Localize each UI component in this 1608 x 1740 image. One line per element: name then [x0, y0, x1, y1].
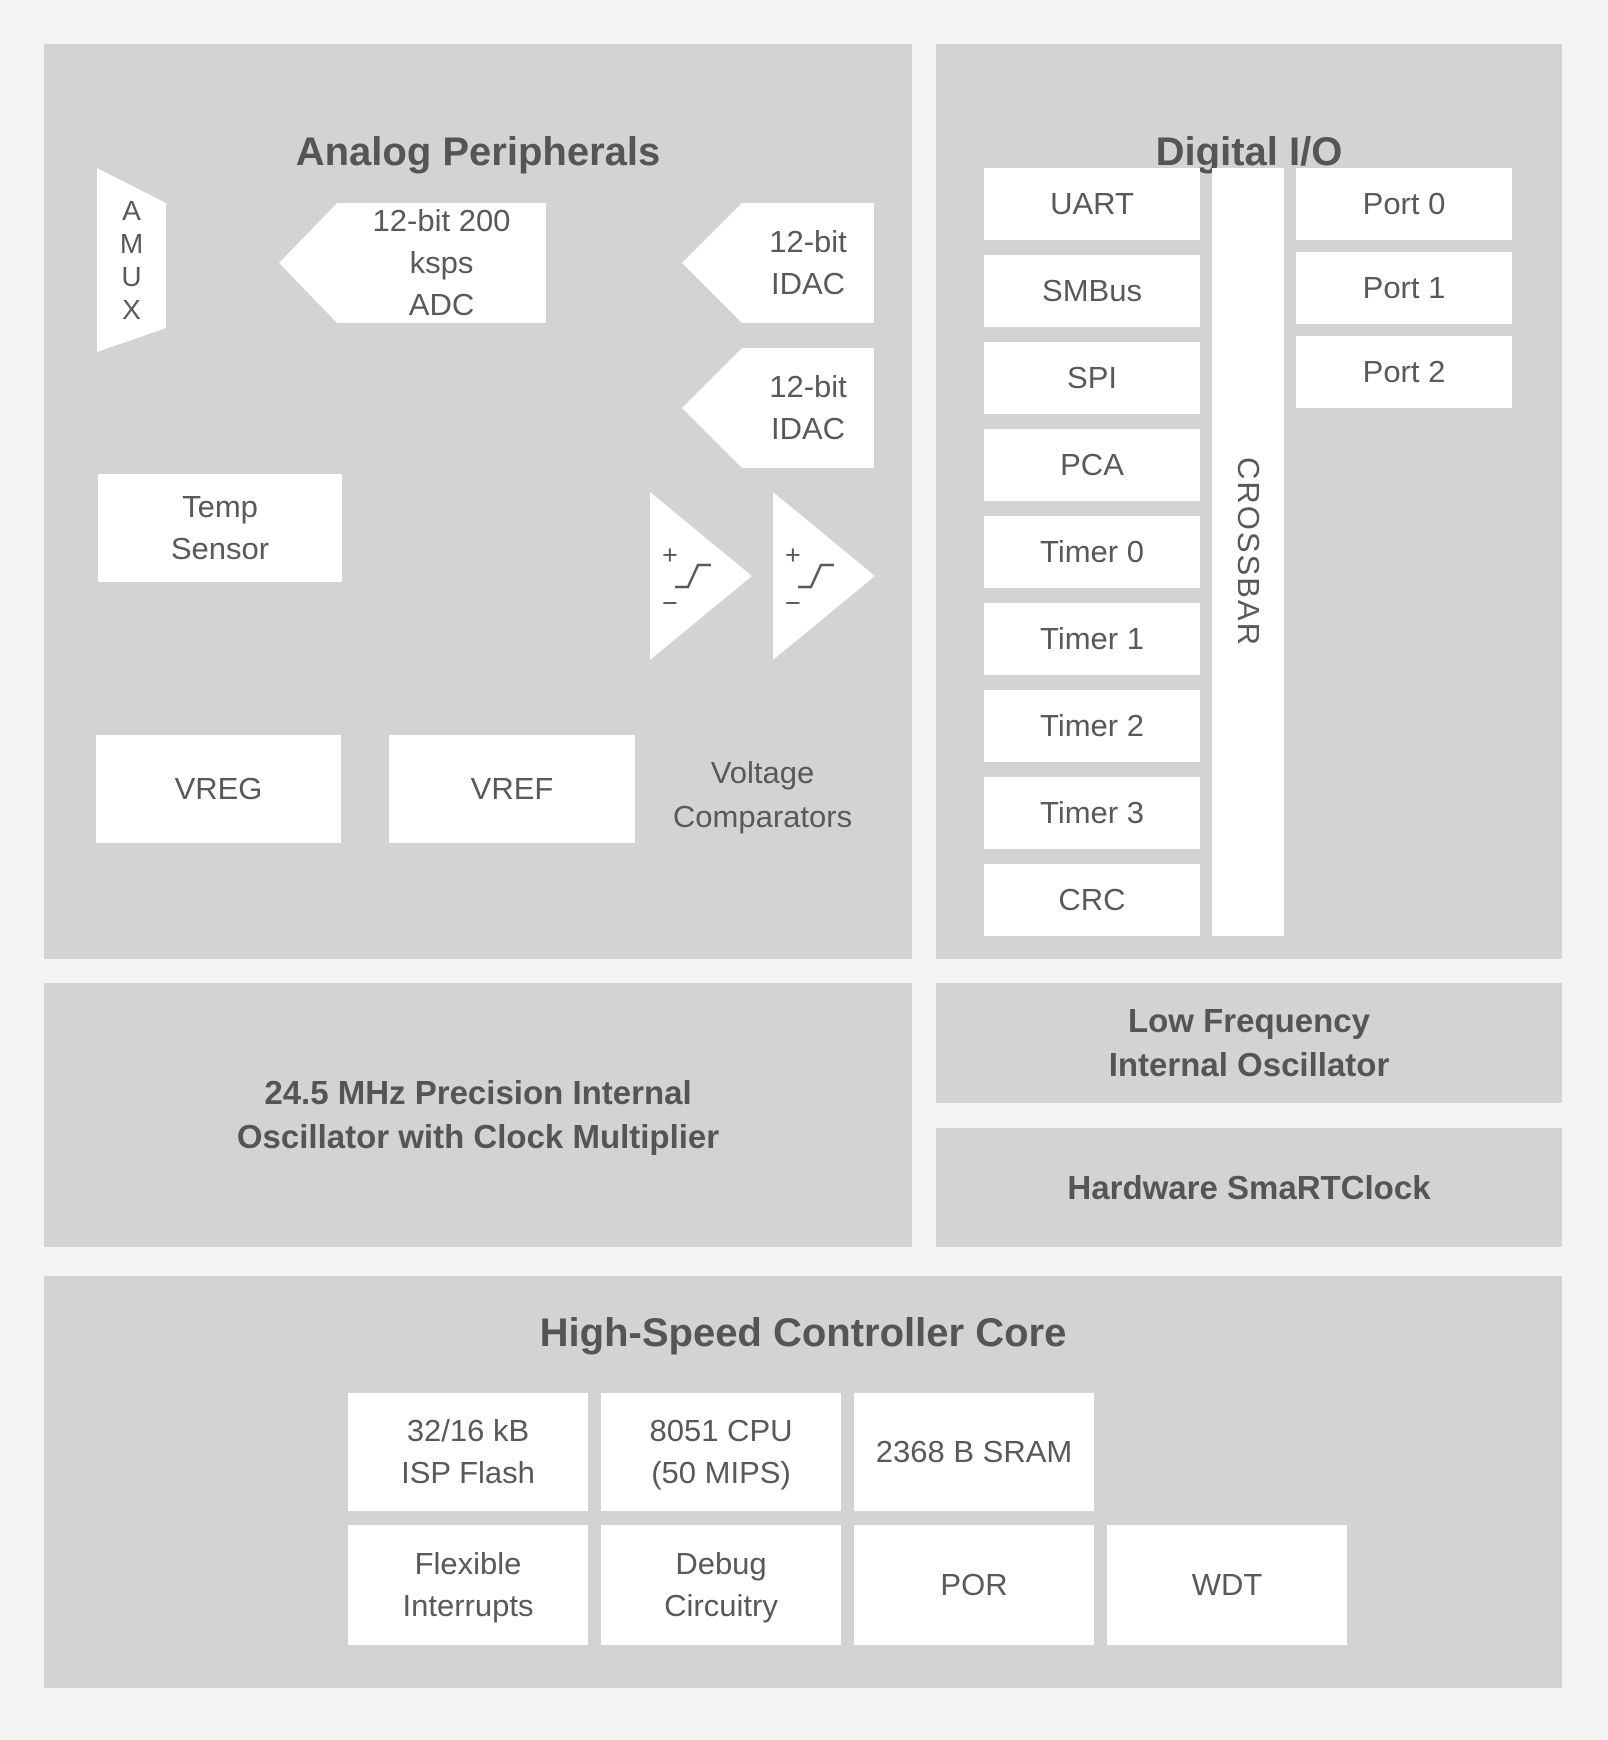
low-frequency-oscillator-label: Low Frequency Internal Oscillator: [1108, 1002, 1390, 1083]
analog-peripherals-title: Analog Peripherals: [295, 130, 661, 174]
low-frequency-oscillator-block: [936, 983, 1562, 1103]
cpu-box: 8051 CPU (50 MIPS): [601, 1393, 841, 1511]
pca-box: PCA: [984, 429, 1200, 501]
debug-circuitry-box: Debug Circuitry: [601, 1525, 841, 1645]
crossbar-label: CROSSBAR: [1231, 457, 1266, 647]
idac1-arrow: [682, 203, 874, 323]
port2-box: Port 2: [1296, 336, 1512, 408]
flexible-interrupts-box: Flexible Interrupts: [348, 1525, 588, 1645]
precision-oscillator-label: 24.5 MHz Precision Internal Oscillator w…: [236, 1074, 720, 1155]
spi-box: SPI: [984, 342, 1200, 414]
vreg-box: VREG: [96, 735, 341, 843]
adc-arrow: [279, 203, 546, 323]
timer1-box: Timer 1: [984, 603, 1200, 675]
timer0-box: Timer 0: [984, 516, 1200, 588]
temp-sensor-box: Temp Sensor: [98, 474, 342, 582]
isp-flash-box: 32/16 kB ISP Flash: [348, 1393, 588, 1511]
vref-box: VREF: [389, 735, 635, 843]
crossbar-bar: CROSSBAR: [1212, 168, 1284, 936]
controller-core-title: High-Speed Controller Core: [539, 1311, 1067, 1355]
smartclock-label: Hardware SmaRTClock: [1067, 1168, 1431, 1206]
comparator2-minus: −: [785, 588, 801, 618]
comparator1-shape: + −: [650, 492, 752, 660]
comparator2-plus: +: [785, 540, 801, 570]
comparator2-hysteresis-icon: [798, 563, 834, 589]
comparator2-shape: + −: [773, 492, 875, 660]
timer2-box: Timer 2: [984, 690, 1200, 762]
precision-oscillator-block: [44, 983, 912, 1247]
smartclock-block: [936, 1128, 1562, 1247]
crc-box: CRC: [984, 864, 1200, 936]
comparator1-minus: −: [662, 588, 678, 618]
port0-box: Port 0: [1296, 168, 1512, 240]
port1-box: Port 1: [1296, 252, 1512, 324]
comparator1-hysteresis-icon: [675, 563, 711, 589]
wdt-box: WDT: [1107, 1525, 1347, 1645]
por-box: POR: [854, 1525, 1094, 1645]
digital-io-title: Digital I/O: [1155, 130, 1343, 174]
timer3-box: Timer 3: [984, 777, 1200, 849]
amux-shape: [97, 168, 166, 352]
uart-box: UART: [984, 168, 1200, 240]
smbus-box: SMBus: [984, 255, 1200, 327]
idac2-arrow: [682, 348, 874, 468]
sram-box: 2368 B SRAM: [854, 1393, 1094, 1511]
comparator1-plus: +: [662, 540, 678, 570]
